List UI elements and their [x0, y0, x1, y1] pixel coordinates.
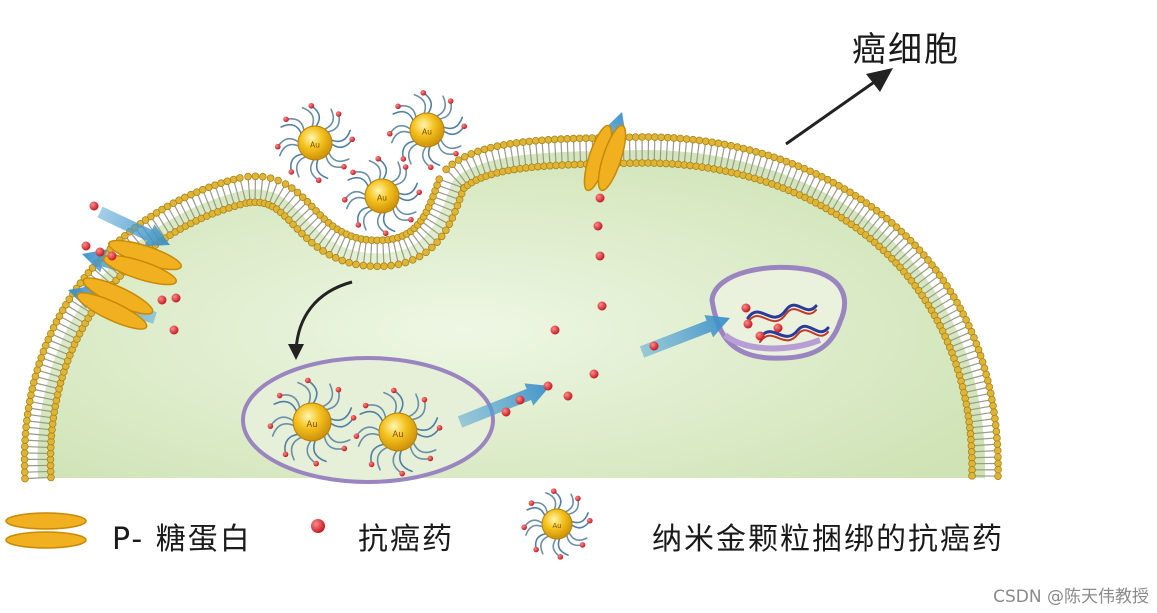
endosome-vesicle [241, 356, 495, 484]
p-glycoprotein-left [76, 239, 182, 330]
anticancer-drug-dot [550, 325, 560, 335]
anticancer-drug-dot [169, 325, 179, 335]
gold-core-label: Au [422, 127, 432, 136]
dna-strands [746, 303, 830, 343]
p-glycoprotein-top [583, 124, 627, 192]
anticancer-drug-dot [107, 251, 117, 261]
anticancer-drug-dot [773, 323, 783, 333]
endocytosis-arrowhead [288, 344, 304, 360]
anticancer-drug-dot [743, 319, 753, 329]
legend-nanoparticle-icon: Au [521, 488, 593, 560]
nucleus-entry-arrow [639, 315, 730, 358]
legend-p-glycoprotein-label: P- 糖蛋白 [112, 522, 252, 557]
gold-nanoparticle: Au [341, 155, 423, 237]
lipid-tails [24, 136, 999, 480]
nucleus [709, 264, 848, 361]
anticancer-drug-dot [501, 407, 511, 417]
anticancer-drug-dot [81, 241, 91, 251]
anticancer-drug-dot [563, 391, 573, 401]
watermark: CSDN @陈天伟教授 [993, 587, 1149, 607]
gold-core-label: Au [306, 420, 317, 430]
gold-nanoparticle: Au [274, 102, 356, 184]
gold-core-label: Au [392, 430, 403, 440]
legend-drug-icon [311, 519, 325, 533]
anticancer-drug-dot [171, 293, 181, 303]
anticancer-drug-dot [157, 295, 167, 305]
gold-core-label: Au [310, 140, 320, 149]
anticancer-drug-dot [589, 369, 599, 379]
anticancer-drug-dot [89, 201, 99, 211]
anticancer-drug-dot [595, 193, 605, 203]
anticancer-drug-dot [755, 331, 765, 341]
title-pointer-arrowhead [866, 68, 893, 92]
gold-nanoparticle: Au [386, 89, 468, 171]
title-pointer-line [785, 76, 881, 146]
gold-nanoparticle-in-endosome: Au [267, 377, 357, 467]
legend-anticancer-drug-label: 抗癌药 [358, 522, 454, 557]
anticancer-drug-dot [741, 303, 751, 313]
anticancer-drug-dot [515, 395, 525, 405]
anticancer-drug-dot [593, 221, 603, 231]
cancer-cell-title: 癌细胞 [852, 30, 960, 70]
gold-core-label: Au [377, 193, 387, 202]
anticancer-drug-dot [649, 341, 659, 351]
gold-core-label: Au [553, 522, 562, 530]
endocytosis-arrow [294, 280, 353, 351]
efflux-arrow-1 [97, 206, 170, 247]
anticancer-drug-dot [543, 381, 553, 391]
legend-gold-nanoparticle: Au [521, 488, 593, 560]
anticancer-drug-dot [595, 251, 605, 261]
release-arrow [457, 383, 551, 428]
legend-gold-nanoparticle-drug-label: 纳米金颗粒捆绑的抗癌药 [652, 522, 1004, 557]
legend-pgp-icon [5, 512, 87, 549]
anticancer-drug-dot [95, 247, 105, 257]
gold-nanoparticle-in-endosome: Au [353, 387, 443, 477]
nucleus-inner-edge [723, 332, 822, 352]
anticancer-drug-dot [597, 301, 607, 311]
